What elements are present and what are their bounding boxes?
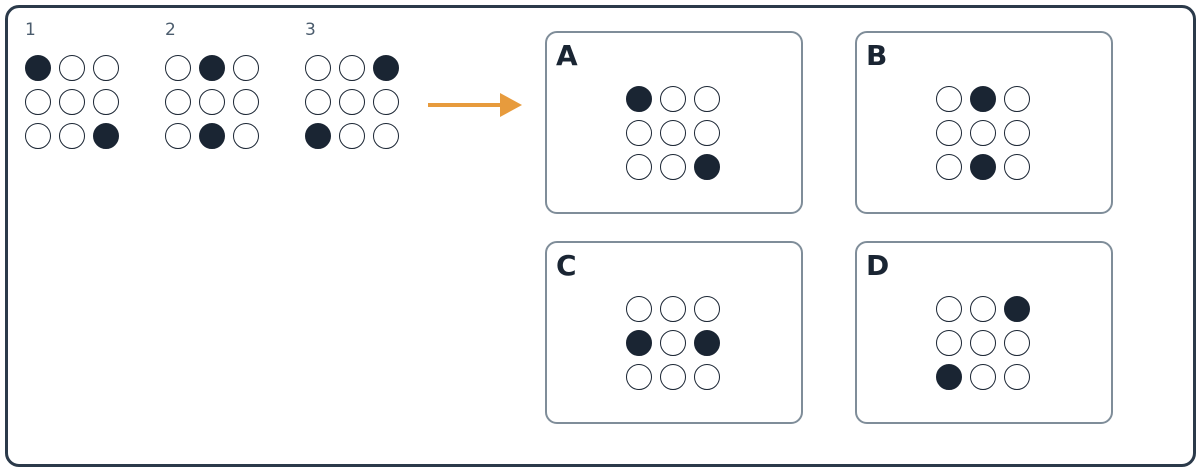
option-a-grid — [626, 86, 720, 180]
empty-dot — [1004, 330, 1030, 356]
empty-dot — [626, 154, 652, 180]
empty-dot — [59, 89, 85, 115]
option-letter: D — [866, 249, 890, 282]
empty-dot — [339, 123, 365, 149]
empty-dot — [25, 123, 51, 149]
empty-dot — [373, 123, 399, 149]
filled-dot — [694, 330, 720, 356]
empty-dot — [59, 123, 85, 149]
empty-dot — [93, 55, 119, 81]
empty-dot — [93, 89, 119, 115]
empty-dot — [339, 89, 365, 115]
empty-dot — [25, 89, 51, 115]
empty-dot — [936, 330, 962, 356]
empty-dot — [626, 296, 652, 322]
empty-dot — [970, 296, 996, 322]
empty-dot — [660, 154, 686, 180]
empty-dot — [694, 86, 720, 112]
empty-dot — [233, 89, 259, 115]
filled-dot — [305, 123, 331, 149]
option-b[interactable]: B — [855, 31, 1113, 214]
empty-dot — [936, 120, 962, 146]
empty-dot — [339, 55, 365, 81]
empty-dot — [626, 120, 652, 146]
filled-dot — [694, 154, 720, 180]
filled-dot — [626, 86, 652, 112]
empty-dot — [694, 296, 720, 322]
empty-dot — [626, 364, 652, 390]
filled-dot — [93, 123, 119, 149]
option-d-grid — [936, 296, 1030, 390]
empty-dot — [305, 55, 331, 81]
option-a[interactable]: A — [545, 31, 803, 214]
filled-dot — [626, 330, 652, 356]
sequence-grid-1 — [25, 55, 119, 149]
empty-dot — [1004, 364, 1030, 390]
empty-dot — [970, 120, 996, 146]
empty-dot — [936, 296, 962, 322]
empty-dot — [233, 55, 259, 81]
filled-dot — [1004, 296, 1030, 322]
option-c-grid — [626, 296, 720, 390]
empty-dot — [660, 296, 686, 322]
empty-dot — [165, 55, 191, 81]
empty-dot — [660, 120, 686, 146]
filled-dot — [373, 55, 399, 81]
sequence-label-1: 1 — [25, 20, 36, 40]
empty-dot — [970, 330, 996, 356]
option-letter: C — [556, 249, 577, 282]
sequence-label-3: 3 — [305, 20, 316, 40]
empty-dot — [936, 154, 962, 180]
empty-dot — [1004, 86, 1030, 112]
option-d[interactable]: D — [855, 241, 1113, 424]
option-c[interactable]: C — [545, 241, 803, 424]
sequence-grid-3 — [305, 55, 399, 149]
empty-dot — [660, 364, 686, 390]
filled-dot — [199, 55, 225, 81]
option-letter: B — [866, 39, 888, 72]
empty-dot — [59, 55, 85, 81]
empty-dot — [660, 86, 686, 112]
empty-dot — [1004, 154, 1030, 180]
sequence-label-2: 2 — [165, 20, 176, 40]
filled-dot — [199, 123, 225, 149]
empty-dot — [970, 364, 996, 390]
arrow-right-icon — [428, 93, 522, 117]
empty-dot — [165, 123, 191, 149]
empty-dot — [694, 120, 720, 146]
filled-dot — [970, 86, 996, 112]
empty-dot — [165, 89, 191, 115]
option-letter: A — [556, 39, 578, 72]
option-b-grid — [936, 86, 1030, 180]
sequence-grid-2 — [165, 55, 259, 149]
empty-dot — [936, 86, 962, 112]
empty-dot — [199, 89, 225, 115]
empty-dot — [373, 89, 399, 115]
filled-dot — [936, 364, 962, 390]
empty-dot — [1004, 120, 1030, 146]
empty-dot — [660, 330, 686, 356]
empty-dot — [233, 123, 259, 149]
empty-dot — [305, 89, 331, 115]
filled-dot — [970, 154, 996, 180]
empty-dot — [694, 364, 720, 390]
filled-dot — [25, 55, 51, 81]
